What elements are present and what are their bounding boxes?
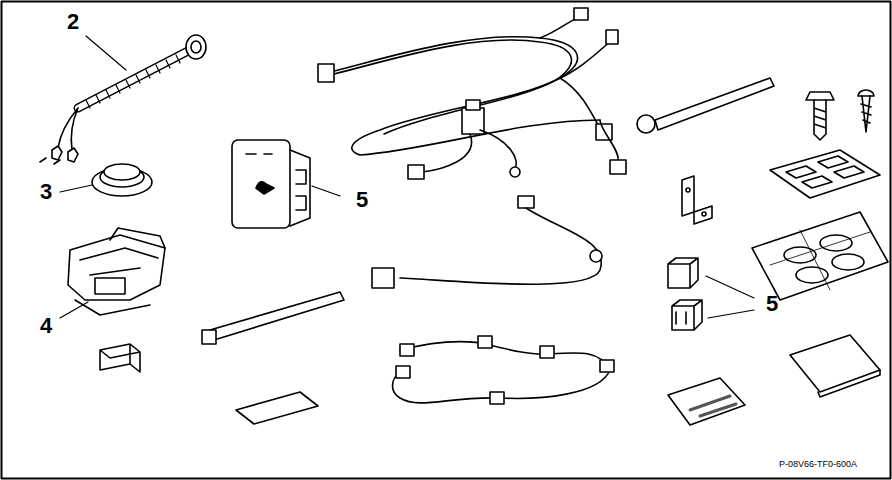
callout-number: 5 [766,293,778,315]
clips [668,258,754,330]
sub-harness [372,196,614,404]
callout-number: 4 [40,315,52,337]
main-harness [318,8,626,179]
foam-pads [668,150,888,425]
callout-number: 2 [67,11,79,33]
callout-number: 3 [40,181,52,203]
drawing-code: P-08V66-TF0-600A [779,460,857,469]
metal-bracket [682,176,712,224]
cable-tie-clip [637,78,774,133]
grommet-ring [60,164,152,196]
switch-part [232,140,340,228]
callout-number: 5 [356,189,368,211]
cable-tie [202,292,344,424]
harness-part [40,35,206,164]
screws [806,90,874,140]
connector-bracket [60,228,165,372]
